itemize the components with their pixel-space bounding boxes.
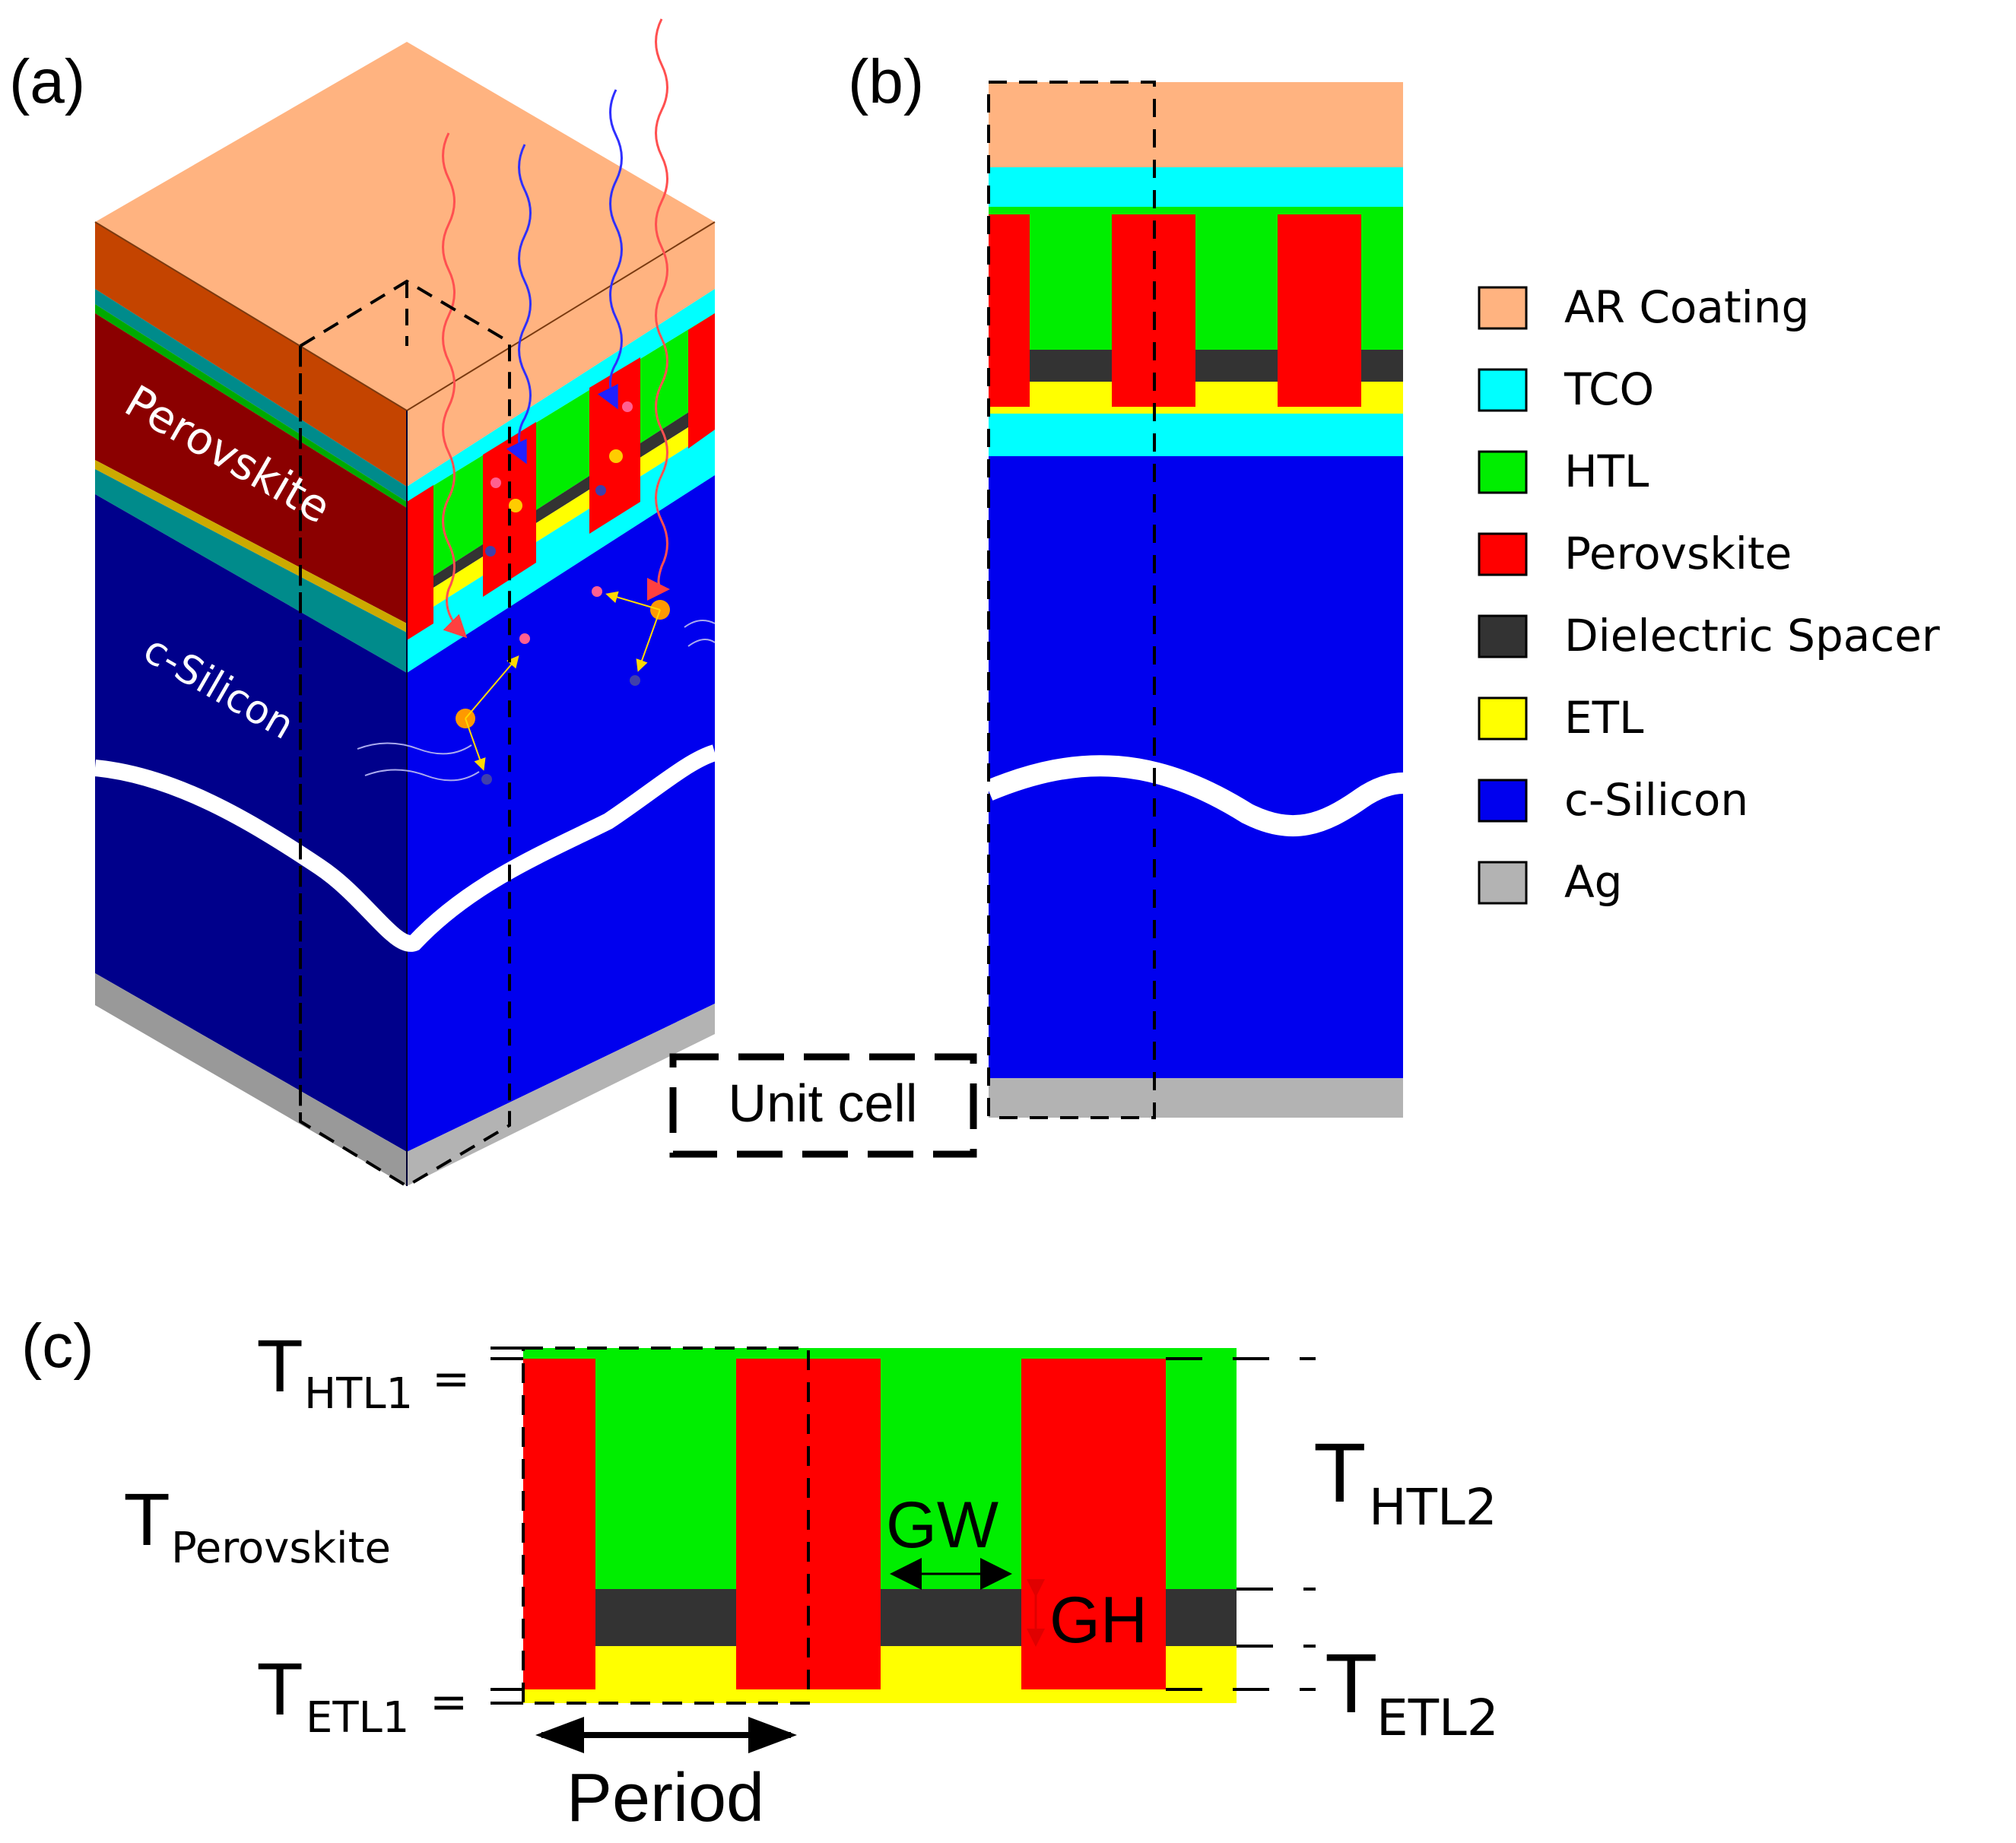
label-t-etl2: T ETL2 <box>1326 1638 1499 1747</box>
photon-red-2 <box>646 18 670 601</box>
front-face-ar <box>407 222 715 487</box>
unit-cell-outline-c <box>522 1347 810 1705</box>
legend-label: Perovskite <box>1564 528 1792 579</box>
svg-text:T: T <box>1315 1428 1364 1521</box>
carriers <box>456 401 670 785</box>
legend-swatch <box>1478 532 1528 576</box>
svg-text:T: T <box>258 1327 302 1408</box>
label-gw: GW <box>886 1489 998 1562</box>
break-wave <box>94 744 718 952</box>
legend-swatch <box>1478 614 1528 658</box>
left-face-perovskite <box>95 313 407 623</box>
legend-swatch <box>1478 779 1528 823</box>
b-break-wave <box>984 755 1404 837</box>
panel-label-c: (c) <box>21 1312 94 1381</box>
legend-swatch <box>1478 861 1528 905</box>
legend-label: Dielectric Spacer <box>1564 610 1940 661</box>
b-pillar-1 <box>989 214 1030 407</box>
svg-text:ETL2: ETL2 <box>1376 1689 1499 1747</box>
photon-red-1 <box>442 132 468 639</box>
legend-swatch <box>1478 368 1528 412</box>
panel-a-3d-stack <box>94 18 718 1188</box>
left-face-ag <box>95 973 407 1186</box>
legend-label: HTL <box>1564 446 1649 497</box>
panel-label-a: (a) <box>9 47 85 116</box>
legend-label: Ag <box>1564 856 1623 908</box>
legend-swatch <box>1478 696 1528 741</box>
label-gh: GH <box>1049 1584 1148 1657</box>
svg-text:ETL1: ETL1 <box>306 1693 409 1743</box>
legend-label: TCO <box>1564 363 1654 415</box>
panel-b-cross-section <box>984 81 1404 1119</box>
unit-cell-outline-a <box>299 279 511 1188</box>
svg-text:=: = <box>432 1353 470 1406</box>
front-pillar-1 <box>407 485 433 640</box>
svg-text:HTL1: HTL1 <box>304 1369 413 1419</box>
photon-blue-2 <box>597 89 623 410</box>
label-t-htl2: T HTL2 <box>1315 1428 1497 1537</box>
svg-text:Perovskite: Perovskite <box>171 1524 391 1573</box>
left-face-tco-top <box>95 289 407 502</box>
legend-swatch <box>1478 286 1528 330</box>
b-ar-coating <box>989 82 1403 167</box>
front-face-tco-top <box>407 289 715 502</box>
legend-label: AR Coating <box>1564 281 1809 333</box>
front-pillar-4 <box>688 313 715 449</box>
left-face-tco-bottom <box>95 469 407 673</box>
label-t-htl1: T HTL1 = <box>258 1327 470 1419</box>
front-face-silicon <box>407 475 715 1152</box>
unit-cell-label-box <box>669 1053 977 1158</box>
svg-text:HTL2: HTL2 <box>1369 1478 1497 1537</box>
label-t-etl1: T ETL1 = <box>258 1650 468 1743</box>
svg-text:T: T <box>1326 1638 1376 1731</box>
legend-swatch <box>1478 450 1528 494</box>
panel-c-grating <box>491 1347 1316 1753</box>
left-face-thin <box>95 460 407 633</box>
left-face-ar <box>95 222 407 487</box>
top-face-ar <box>95 42 715 411</box>
b-ag <box>989 1078 1403 1118</box>
svg-text:T: T <box>125 1480 169 1562</box>
photon-blue-1 <box>506 144 532 465</box>
legend-label: c-Silicon <box>1564 774 1748 826</box>
left-face-green <box>95 304 407 508</box>
svg-text:=: = <box>430 1676 468 1729</box>
b-tco-top <box>989 167 1403 207</box>
legend-label: ETL <box>1564 692 1643 744</box>
unit-cell-label: Unit cell <box>729 1074 918 1133</box>
c-pillar-3 <box>1021 1359 1166 1689</box>
label-period: Period <box>567 1760 764 1836</box>
svg-text:T: T <box>258 1650 302 1731</box>
unit-cell-outline-b <box>987 81 1156 1119</box>
panel-label-b: (b) <box>848 47 924 116</box>
c-pillar-1 <box>523 1359 595 1689</box>
b-tco-bottom <box>989 414 1403 456</box>
label-t-perovskite: T Perovskite <box>125 1480 391 1573</box>
b-pillar-3 <box>1278 214 1361 407</box>
